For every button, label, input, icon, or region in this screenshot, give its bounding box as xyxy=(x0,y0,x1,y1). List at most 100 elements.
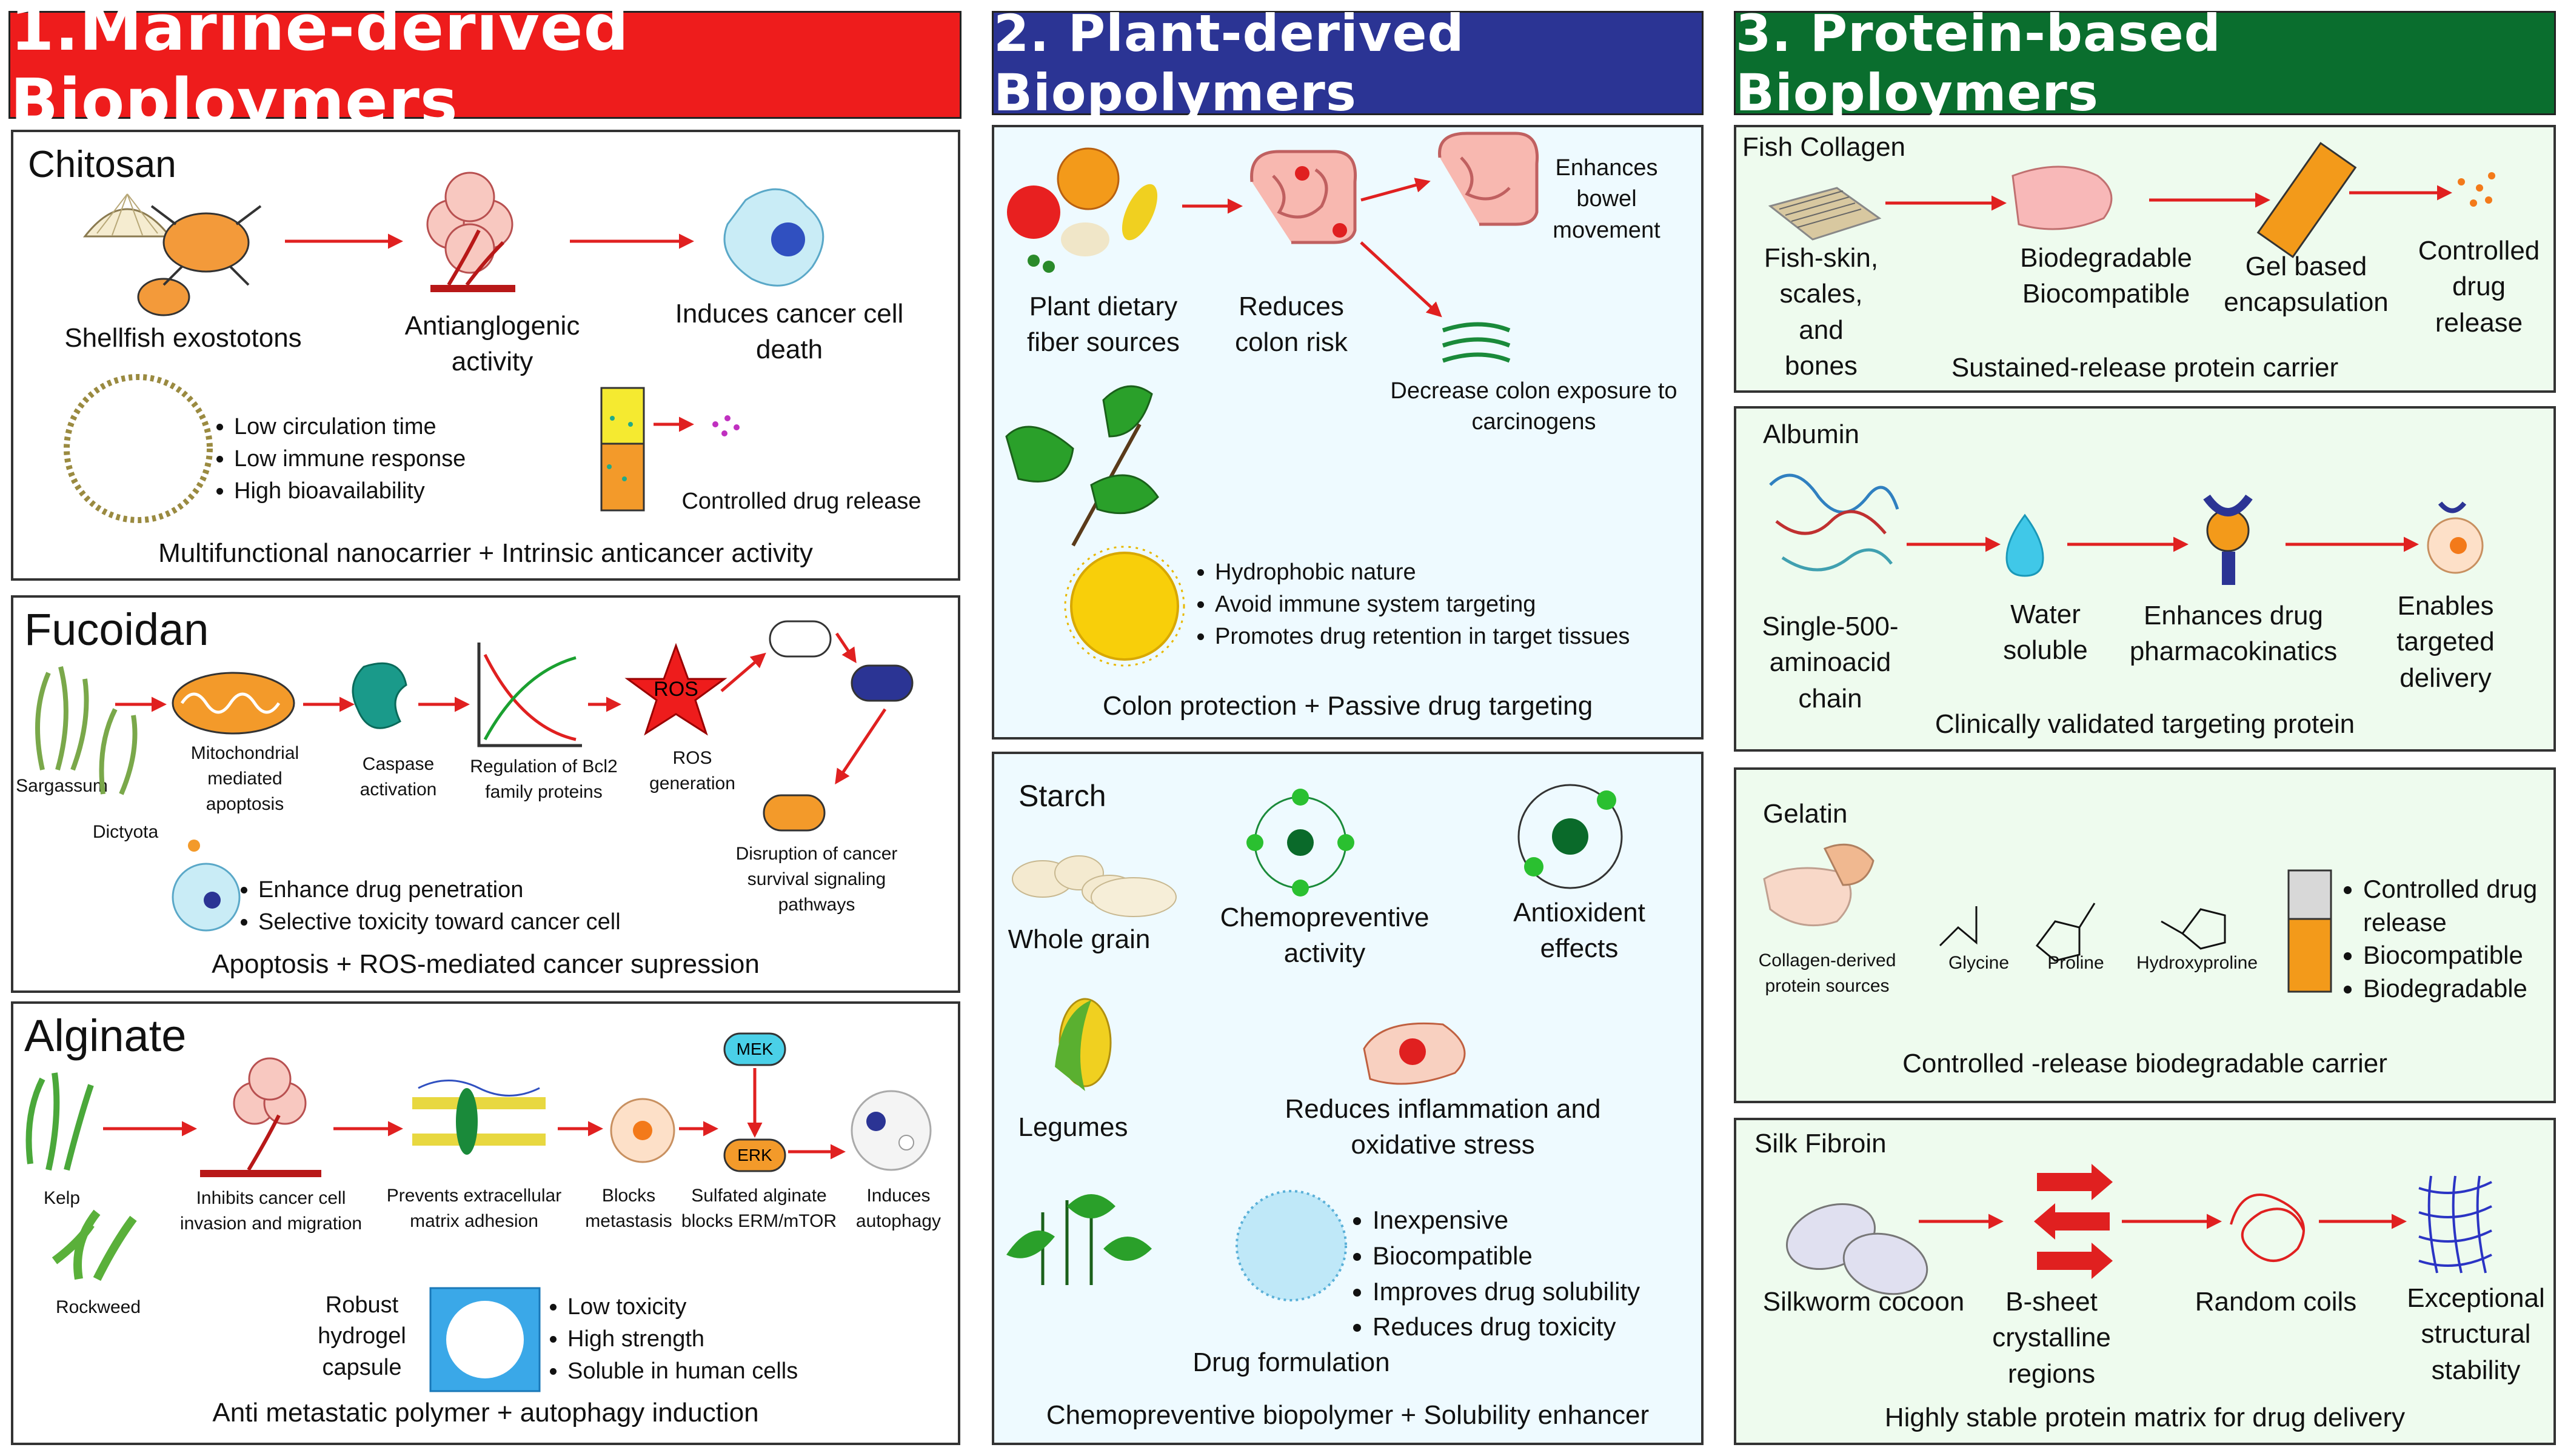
marine-header-title: 1.Marine-derived Bioploymers xyxy=(10,0,629,139)
fucoidan-title: Fucoidan xyxy=(24,604,209,655)
fucoidan-bullet: Selective toxicity toward cancer cell xyxy=(258,906,621,938)
plant-fiber-bullet: Hydrophobic nature xyxy=(1215,556,1630,589)
collagen-sources-label: Collagen-derived protein sources xyxy=(1758,950,1896,996)
colon-risk-label: Reduces colon risk xyxy=(1235,292,1348,358)
chitosan-shellfish-label: Shellfish exostotons xyxy=(64,323,302,353)
starch-bullet: Reduces drug toxicity xyxy=(1373,1309,1640,1345)
proline-label: Proline xyxy=(2047,953,2104,973)
gelatin-panel: Gelatin Collagen-derived protein sources… xyxy=(1734,767,2556,1103)
plant-fiber-bullets: Hydrophobic nature Avoid immune system t… xyxy=(1188,556,1630,653)
caspase-label: Caspase activation xyxy=(360,754,437,800)
stability-label: Exceptional structural stability xyxy=(2407,1283,2545,1385)
fish-collagen-panel: Fish Collagen Fish-skin, scales, and bon… xyxy=(1734,125,2556,393)
starch-bullet: Biocompatible xyxy=(1373,1238,1640,1274)
bcl2-label: Regulation of Bcl2 family proteins xyxy=(470,756,618,802)
autophagy-label: Induces autophagy xyxy=(855,1186,941,1231)
protein-header: 3. Protein-based Bioploymers xyxy=(1734,4,2556,122)
silk-title: Silk Fibroin xyxy=(1754,1129,1887,1158)
gelatin-title: Gelatin xyxy=(1763,799,1848,829)
gelatin-caption: Controlled -release biodegradable carrie… xyxy=(1902,1049,2387,1078)
marine-header: 1.Marine-derived Bioploymers xyxy=(8,0,961,139)
gel-label: Gel based encapsulation xyxy=(2224,252,2389,318)
silk-caption: Highly stable protein matrix for drug de… xyxy=(1884,1403,2406,1432)
gelatin-bullet: Controlled drug release xyxy=(2363,873,2557,939)
water-soluble-label: Water soluble xyxy=(2003,599,2088,666)
chitosan-panel: Chitosan Shellfish exostotons Antianglog… xyxy=(11,130,960,581)
alginate-title: Alginate xyxy=(24,1010,187,1061)
prevents-label: Prevents extracellular matrix adhesion xyxy=(386,1186,562,1231)
chitosan-bullet: High bioavailability xyxy=(234,475,466,507)
rockweed-label: Rockweed xyxy=(55,1297,141,1317)
albumin-title: Albumin xyxy=(1763,419,1859,449)
sargassum-label: Sargassum xyxy=(16,776,108,796)
sulfated-label: Sulfated alginate blocks ERM/mTOR xyxy=(681,1186,837,1231)
starch-panel: Starch Whole grain Chemopreventive activ… xyxy=(992,752,1704,1445)
hydroxyproline-label: Hydroxyproline xyxy=(2136,953,2258,973)
gelatin-bullet: Biodegradable xyxy=(2363,972,2557,1006)
starch-caption: Chemopreventive biopolymer + Solubility … xyxy=(1046,1400,1650,1430)
fiber-sources-label: Plant dietary fiber sources xyxy=(1027,292,1180,358)
alginate-bullet: Soluble in human cells xyxy=(567,1355,798,1388)
alginate-bullet: High strength xyxy=(567,1323,798,1355)
glycine-label: Glycine xyxy=(1948,953,2010,973)
whole-grain-label: Whole grain xyxy=(1008,924,1151,954)
dictyota-label: Dictyota xyxy=(92,822,159,842)
legumes-label: Legumes xyxy=(1018,1112,1128,1142)
fucoidan-bullets: Enhance drug penetration Selective toxic… xyxy=(232,874,621,938)
chitosan-release-label: Controlled drug release xyxy=(681,489,921,514)
fucoidan-bullet: Enhance drug penetration xyxy=(258,874,621,906)
inhibits-label: Inhibits cancer cell invasion and migrat… xyxy=(179,1188,363,1234)
amino-chain-label: Single-500-aminoacid chain xyxy=(1762,612,1899,713)
plant-fiber-bullet: Avoid immune system targeting xyxy=(1215,589,1630,621)
ros-generation-label: ROS generation xyxy=(649,748,735,793)
starch-title: Starch xyxy=(1018,779,1106,813)
albumin-panel: Albumin Single-500-aminoacid chain Water… xyxy=(1734,406,2556,752)
alginate-caption: Anti metastatic polymer + autophagy indu… xyxy=(212,1398,759,1428)
fish-collagen-title: Fish Collagen xyxy=(1742,132,1906,162)
fucoidan-caption: Apoptosis + ROS-mediated cancer supressi… xyxy=(212,949,760,979)
starch-bullet: Improves drug solubility xyxy=(1373,1274,1640,1310)
plant-fiber-bullet: Promotes drug retention in target tissue… xyxy=(1215,621,1630,653)
bowel-label: Enhances bowel movement xyxy=(1553,155,1660,243)
chitosan-antiangiogenic-label: Antianglogenic activity xyxy=(404,311,580,377)
gelatin-bullet: Biocompatible xyxy=(2363,939,2557,972)
plant-header: 2. Plant-derived Biopolymers xyxy=(992,4,1704,122)
protein-header-title: 3. Protein-based Bioploymers xyxy=(1736,4,2221,122)
chitosan-bullets: Low circulation time Low immune response… xyxy=(207,411,466,508)
chitosan-bullet: Low circulation time xyxy=(234,411,466,443)
blocks-metastasis-label: Blocks metastasis xyxy=(585,1186,672,1231)
mitochondria-label: Mitochondrial mediated apoptosis xyxy=(190,743,299,814)
fish-collagen-caption: Sustained-release protein carrier xyxy=(1951,353,2339,382)
disruption-label: Disruption of cancer survival signaling … xyxy=(735,844,898,915)
fucoidan-panel: Fucoidan Sargassum Dictyota Mitochondria… xyxy=(11,595,960,993)
chitosan-cell-death-label: Induces cancer cell death xyxy=(675,299,904,365)
antioxident-label: Antioxident effects xyxy=(1513,898,1645,964)
inflammation-label: Reduces inflammation and oxidative stres… xyxy=(1285,1094,1601,1160)
alginate-bullet: Low toxicity xyxy=(567,1291,798,1323)
fish-release-label: Controlled drug release xyxy=(2418,236,2540,338)
cocoon-label: Silkworm cocoon xyxy=(1762,1287,1965,1317)
plant-fiber-caption: Colon protection + Passive drug targetin… xyxy=(1102,691,1593,721)
starch-bullet: Inexpensive xyxy=(1373,1203,1640,1238)
chitosan-bullet: Low immune response xyxy=(234,443,466,475)
targeted-delivery-label: Enables targeted delivery xyxy=(2396,591,2495,693)
alginate-bullets: Low toxicity High strength Soluble in hu… xyxy=(541,1291,798,1388)
chemo-label: Chemopreventive activity xyxy=(1220,903,1430,969)
gelatin-bullets: Controlled drug release Biocompatible Bi… xyxy=(2336,873,2557,1005)
chitosan-caption: Multifunctional nanocarrier + Intrinsic … xyxy=(158,538,813,568)
albumin-caption: Clinically validated targeting protein xyxy=(1935,709,2355,739)
biodegradable-label: Biodegradable Biocompatible xyxy=(2020,243,2192,309)
fish-skin-label: Fish-skin, scales, and bones xyxy=(1764,243,1879,381)
pharmacokinetics-label: Enhances drug pharmacokinatics xyxy=(2129,601,2338,667)
plant-fiber-panel: Plant dietary fiber sources Reduces colo… xyxy=(992,125,1704,740)
kelp-label: Kelp xyxy=(43,1188,81,1208)
carcinogen-label: Decrease colon exposure to carcinogens xyxy=(1390,378,1677,435)
starch-bullets: Inexpensive Biocompatible Improves drug … xyxy=(1346,1203,1640,1345)
silk-panel: Silk Fibroin Silkworm cocoon B-sheet cry… xyxy=(1734,1118,2556,1445)
formulation-label: Drug formulation xyxy=(1192,1347,1390,1377)
random-coils-label: Random coils xyxy=(2195,1287,2357,1317)
chitosan-title: Chitosan xyxy=(28,144,176,185)
capsule-label: Robust hydrogel capsule xyxy=(318,1292,406,1380)
plant-header-title: 2. Plant-derived Biopolymers xyxy=(994,4,1465,122)
bsheet-label: B-sheet crystalline regions xyxy=(1992,1287,2111,1389)
